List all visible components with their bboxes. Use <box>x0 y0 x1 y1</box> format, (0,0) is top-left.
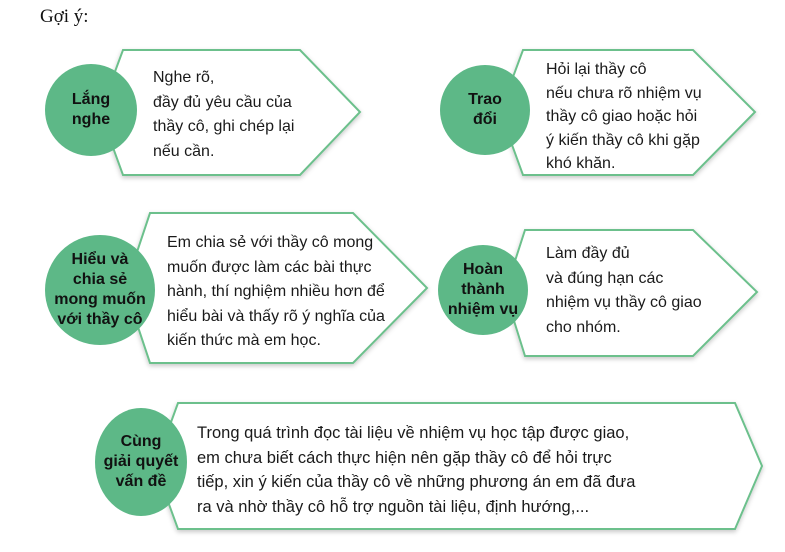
text-solve: Trong quá trình đọc tài liệu về nhiệm vụ… <box>197 424 636 516</box>
label-exchange: Trao đổi <box>468 91 502 128</box>
label-share: Hiểu và chia sẻ mong muốn với thầy cô <box>54 251 146 328</box>
circle-solve <box>95 408 187 516</box>
text-exchange: Hỏi lại thầy cô nếu chưa rõ nhiệm vụ thầ… <box>546 61 702 172</box>
circle-exchange <box>440 65 530 155</box>
text-listen: Nghe rõ, đầy đủ yêu cầu của thầy cô, ghi… <box>153 69 295 160</box>
label-listen: Lắng nghe <box>71 91 111 128</box>
circle-listen <box>45 64 137 156</box>
text-share: Em chia sẻ với thầy cô mong muốn được là… <box>167 234 385 349</box>
label-solve: Cùng giải quyết vấn đề <box>103 433 179 490</box>
text-complete: Làm đầy đủ và đúng hạn các nhiệm vụ thầy… <box>546 245 702 336</box>
circle-share <box>45 235 155 345</box>
circle-complete <box>438 245 528 335</box>
heading: Gợi ý: <box>40 6 89 27</box>
label-complete: Hoàn thành nhiệm vụ <box>447 261 519 318</box>
